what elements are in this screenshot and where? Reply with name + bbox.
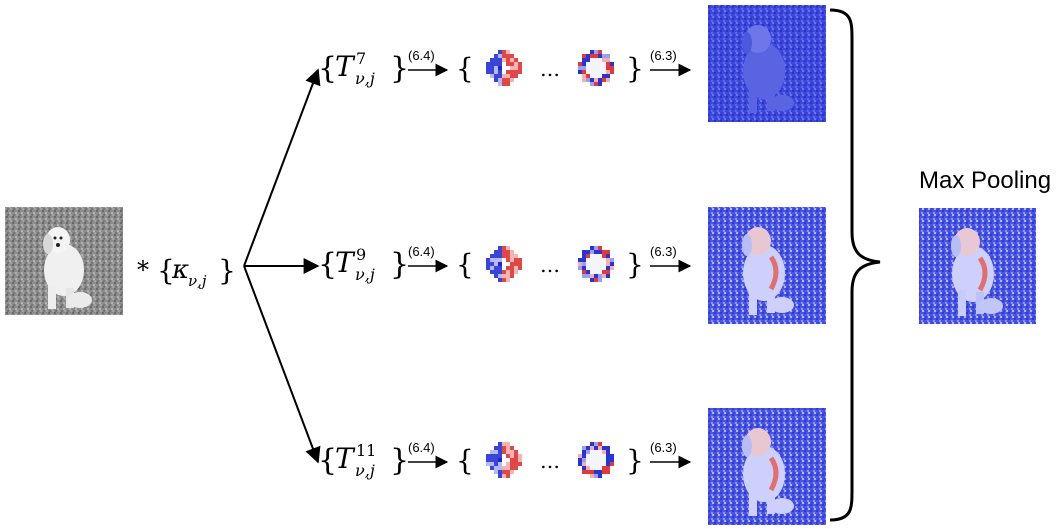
equation-label-response: (6.3) xyxy=(650,440,677,455)
tensor-subscript: ν,j xyxy=(355,461,375,480)
kernel-subscript: ν,j xyxy=(188,272,207,290)
filters-brace-open: { xyxy=(456,444,474,477)
filter-last-icon xyxy=(578,50,614,86)
filter-first-icon xyxy=(486,50,522,86)
tensor-symbol: T xyxy=(335,246,356,279)
filters-brace-close: } xyxy=(626,52,644,85)
tensor-symbol: T xyxy=(335,442,356,475)
tensor-subscript: ν,j xyxy=(355,265,375,284)
response-image xyxy=(708,5,826,122)
equation-label-response: (6.3) xyxy=(650,48,677,63)
equation-label-filters: (6.4) xyxy=(408,48,435,63)
tensor-brace-close: } xyxy=(390,247,409,282)
tensor-superscript: 9 xyxy=(356,245,366,264)
tensor-subscript: ν,j xyxy=(355,69,375,88)
arrow-to-branch-11 xyxy=(243,265,321,464)
tensor-brace-close: } xyxy=(390,51,409,86)
response-image xyxy=(708,207,826,324)
tensor-brace-close: } xyxy=(390,443,409,478)
filter-last-icon xyxy=(578,246,614,282)
tensor-brace-open: { xyxy=(318,51,337,86)
input-image xyxy=(5,207,123,315)
filter-last-icon xyxy=(578,442,614,478)
tensor-superscript: 7 xyxy=(356,49,366,68)
filter-first-icon xyxy=(486,246,522,282)
output-image xyxy=(919,208,1036,324)
filters-ellipsis: … xyxy=(540,57,560,81)
fan-out-arrows xyxy=(243,68,321,464)
kernel-brace-open: { xyxy=(157,254,175,287)
dog-silhouette-gray xyxy=(43,227,92,309)
tensor-brace-open: { xyxy=(318,247,337,282)
tensor-superscript: 11 xyxy=(356,441,376,460)
tensor-brace-open: { xyxy=(318,443,337,478)
max-pooling-label: Max Pooling xyxy=(919,167,1051,194)
kernel-convolution-label: * { κ ν,j } xyxy=(137,254,236,290)
tensor-symbol: T xyxy=(335,50,356,83)
filters-ellipsis: … xyxy=(540,449,560,473)
max-pooling-brace xyxy=(829,8,881,522)
filters-brace-open: { xyxy=(456,52,474,85)
filters-brace-close: } xyxy=(626,444,644,477)
equation-label-filters: (6.4) xyxy=(408,440,435,455)
filters-brace-close: } xyxy=(626,248,644,281)
kernel-brace-close: } xyxy=(218,254,236,287)
response-image xyxy=(708,408,826,525)
equation-label-response: (6.3) xyxy=(650,244,677,259)
dog-silhouette-output xyxy=(951,228,1003,316)
arrow-to-branch-7 xyxy=(243,68,321,267)
filters-brace-open: { xyxy=(456,248,474,281)
kernel-symbol: κ xyxy=(171,255,189,285)
filter-first-icon xyxy=(486,442,522,478)
equation-label-filters: (6.4) xyxy=(408,244,435,259)
convolution-operator: * xyxy=(137,256,149,284)
filters-ellipsis: … xyxy=(540,253,560,277)
